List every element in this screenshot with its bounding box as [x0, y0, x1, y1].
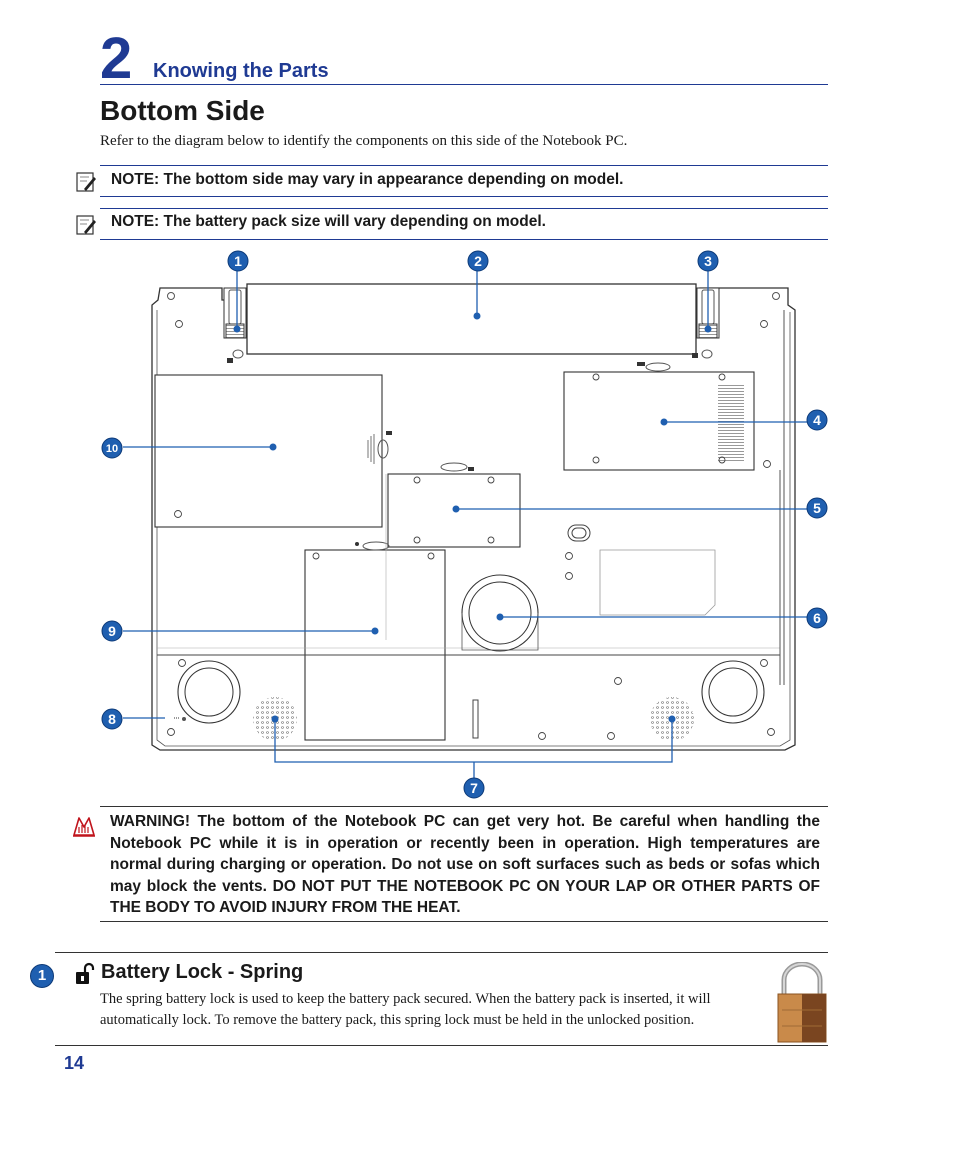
warning-top-divider [100, 806, 828, 807]
callout-10: 10 [101, 437, 123, 459]
note-bottom-divider [100, 196, 828, 197]
section-intro: Refer to the diagram below to identify t… [100, 133, 628, 149]
callout-8: 8 [101, 708, 123, 730]
callout-7-label: 7 [470, 780, 478, 796]
callout-3-label: 3 [704, 253, 712, 269]
note-text: NOTE: The bottom side may vary in appear… [111, 171, 624, 188]
callout-10-label: 10 [106, 443, 118, 455]
note-top-divider [100, 208, 828, 209]
item-description: The spring battery lock is used to keep … [100, 991, 711, 1028]
callout-9: 9 [101, 620, 123, 642]
callout-7: 7 [463, 777, 485, 799]
callout-5-label: 5 [813, 500, 821, 516]
subwoofer [468, 581, 532, 645]
section-title: Bottom Side [100, 95, 265, 126]
chapter-number: 2 [100, 26, 133, 91]
callout-1: 1 [227, 250, 249, 272]
callout-5: 5 [806, 497, 828, 519]
callout-6: 6 [806, 607, 828, 629]
cpu-compartment [304, 549, 446, 741]
note-text: NOTE: The battery pack size will vary de… [111, 213, 546, 230]
unlock-icon [76, 962, 95, 984]
item-top-divider [55, 952, 828, 953]
item-title: Battery Lock - Spring [101, 961, 304, 983]
bottom-side-diagram: 1 2 3 4 5 6 7 8 9 10 [101, 250, 828, 799]
callout-4: 4 [806, 409, 828, 431]
battery-pack [246, 283, 697, 355]
header-divider [100, 84, 828, 85]
note-top-divider [100, 165, 828, 166]
padlock-icon [777, 962, 827, 1043]
note-pencil-icon [76, 172, 96, 192]
item-number-badge: 1 [30, 964, 54, 988]
page-number: 14 [64, 1053, 85, 1073]
callout-2-label: 2 [474, 253, 482, 269]
chapter-title: Knowing the Parts [153, 60, 329, 82]
callout-6-label: 6 [813, 610, 821, 626]
callout-9-label: 9 [108, 623, 116, 639]
callout-8-label: 8 [108, 711, 116, 727]
note-bottom-divider [100, 239, 828, 240]
warning-text: WARNING! The bottom of the Notebook PC c… [110, 813, 820, 916]
callout-1-label: 1 [234, 253, 242, 269]
callout-2: 2 [467, 250, 489, 272]
callout-4-label: 4 [813, 412, 821, 428]
hard-disk-compartment [154, 374, 383, 528]
item-bottom-divider [55, 1045, 828, 1046]
warning-hand-icon [73, 817, 95, 837]
callout-3: 3 [697, 250, 719, 272]
warning-bottom-divider [100, 921, 828, 922]
note-pencil-icon [76, 215, 96, 235]
